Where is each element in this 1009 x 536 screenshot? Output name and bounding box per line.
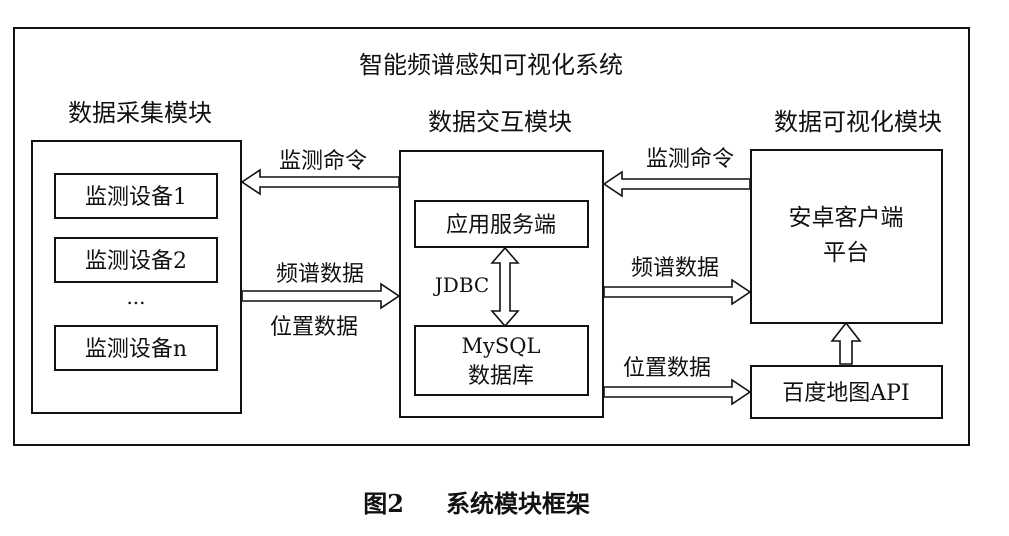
map-to-android-arrow (830, 321, 862, 365)
interaction-module-title: 数据交互模块 (428, 108, 572, 136)
interaction-module-box (399, 150, 604, 418)
right-position-arrow (603, 378, 752, 406)
device-n-box (54, 325, 218, 371)
android-platform-line2: 平台 (823, 240, 869, 266)
app-server-label: 应用服务端 (446, 213, 556, 238)
device-2-label: 监测设备2 (85, 249, 187, 274)
right-command-arrow (602, 170, 751, 198)
mysql-label-line2: 数据库 (468, 364, 534, 389)
baidu-map-label: 百度地图API (782, 381, 909, 406)
collection-module-box (31, 140, 242, 414)
app-server-box (414, 200, 589, 248)
device-1-label: 监测设备1 (85, 185, 187, 210)
system-frame (13, 27, 970, 446)
android-platform-line1: 安卓客户端 (789, 205, 904, 231)
left-position-label: 位置数据 (270, 315, 358, 340)
device-ellipsis: ... (126, 285, 145, 309)
left-command-arrow (240, 168, 400, 196)
left-data-arrow (241, 282, 401, 310)
system-title: 智能频谱感知可视化系统 (359, 51, 623, 79)
device-1-box (54, 173, 218, 219)
device-2-box (54, 237, 218, 283)
device-n-label: 监测设备n (85, 337, 187, 362)
visualization-module-title: 数据可视化模块 (774, 108, 942, 136)
right-spectrum-label: 频谱数据 (631, 256, 719, 281)
mysql-label-line1: MySQL (462, 334, 541, 358)
right-position-label: 位置数据 (623, 356, 711, 381)
figure-caption: 系统模块框架 (446, 489, 590, 518)
collection-module-title: 数据采集模块 (68, 99, 212, 127)
android-platform-box (750, 149, 943, 324)
jdbc-label: JDBC (433, 273, 489, 297)
mysql-box (414, 325, 589, 396)
right-command-label: 监测命令 (646, 147, 734, 172)
figure-number: 图2 (363, 489, 404, 518)
right-spectrum-arrow (603, 278, 752, 306)
left-spectrum-label: 频谱数据 (276, 262, 364, 287)
jdbc-double-arrow (490, 246, 520, 328)
left-command-label: 监测命令 (279, 149, 367, 174)
